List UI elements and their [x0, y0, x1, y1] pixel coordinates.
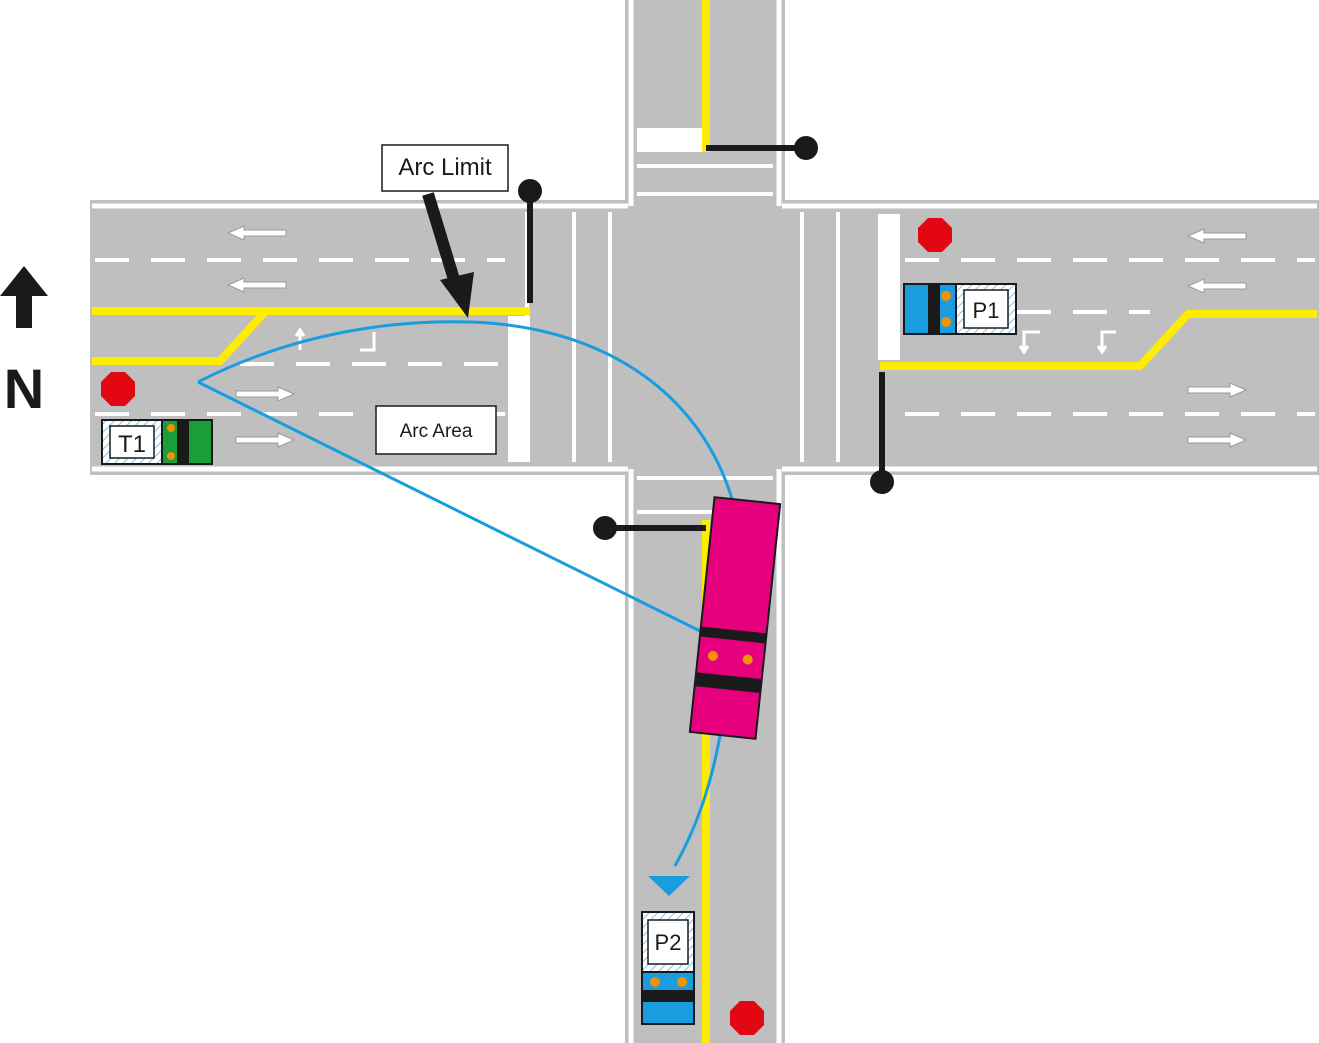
right-arrow-icon [235, 386, 296, 402]
right-arrow-icon [235, 432, 296, 448]
signal-head-icon [794, 136, 818, 160]
arc-area-label: Arc Area [375, 405, 497, 455]
signal-head-icon [518, 179, 542, 203]
stop-sign-icon [101, 372, 135, 406]
vehicle-t1: T1 [101, 419, 213, 465]
vehicle-p1-label: P1 [973, 298, 1000, 323]
left-arrow-icon [1186, 228, 1247, 244]
truck [688, 496, 782, 740]
stop-signs [101, 218, 952, 1035]
left-arrow-icon [226, 277, 287, 293]
turn-left-arrow-icon [1100, 330, 1116, 350]
turn-left-arrow-icon [1022, 330, 1040, 350]
signal-poles [518, 136, 894, 540]
vehicle-p2-label: P2 [655, 930, 682, 955]
vehicle-p2: P2 [641, 911, 695, 1025]
arc-limit-text: Arc Limit [398, 154, 492, 181]
signal-head-icon [870, 470, 894, 494]
north-label: N [4, 357, 44, 420]
stop-sign-icon [918, 218, 952, 252]
travel-direction-arrow-icon [648, 876, 690, 896]
left-arrow-icon [1186, 278, 1247, 294]
signal-head-icon [593, 516, 617, 540]
stop-sign-icon [730, 1001, 764, 1035]
turn-arrows [294, 327, 1116, 355]
arc-limit-pointer [422, 192, 474, 318]
lane-arrows [226, 225, 1248, 448]
north-indicator: N [0, 266, 48, 420]
arc-limit-label: Arc Limit [381, 144, 509, 192]
vehicle-t1-label: T1 [118, 431, 146, 458]
vehicle-p1: P1 [903, 283, 1017, 335]
stop-bars [508, 128, 900, 462]
right-arrow-icon [1187, 382, 1248, 398]
arc-area-lines [197, 320, 735, 867]
right-arrow-icon [1187, 432, 1248, 448]
turn-left-arrow-icon [360, 332, 376, 352]
left-arrow-icon [226, 225, 287, 241]
north-arrow-icon [0, 266, 48, 328]
arc-area-text: Arc Area [400, 421, 473, 442]
